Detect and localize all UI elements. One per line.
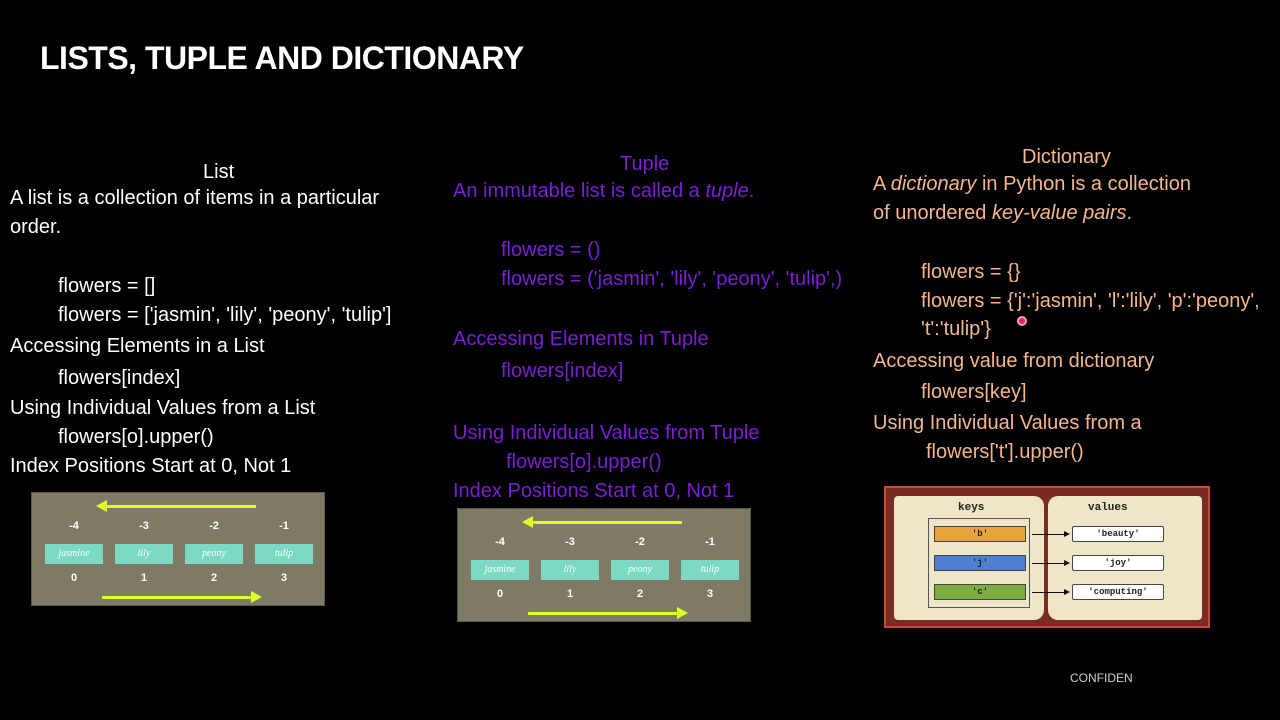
- list-code-upper: flowers[o].upper(): [58, 426, 214, 448]
- pos-index: 3: [280, 572, 288, 584]
- list-cell: tulip: [255, 544, 313, 564]
- positive-index-arrow: [528, 607, 688, 619]
- mouse-pointer-indicator: [1017, 316, 1027, 326]
- dictionary-accessing-heading: Accessing value from dictionary: [873, 350, 1155, 372]
- neg-index: -2: [635, 536, 645, 548]
- neg-index: -2: [209, 520, 219, 532]
- dictionary-code-key: flowers[key]: [921, 381, 1027, 403]
- mapping-arrow: [1032, 560, 1070, 566]
- tuple-code-init: flowers = ('jasmin', 'lily', 'peony', 't…: [501, 268, 843, 290]
- tuple-index-diagram: -4 -3 -2 -1 jasmine lily peony tulip 0 1…: [457, 508, 751, 622]
- dictionary-book-diagram: keys values 'b' 'beauty' 'j' 'joy' 'c' '…: [884, 486, 1210, 628]
- tuple-cell: jasmine: [471, 560, 529, 580]
- key-box: 'j': [934, 555, 1026, 571]
- list-index-note: Index Positions Start at 0, Not 1: [10, 455, 292, 477]
- list-code-index: flowers[index]: [58, 367, 181, 389]
- negative-index-arrow: [522, 516, 682, 528]
- neg-index: -4: [69, 520, 79, 532]
- list-description-line1: A list is a collection of items in a par…: [10, 187, 380, 209]
- keys-frame: [928, 518, 1030, 608]
- tuple-description: An immutable list is called a tuple.: [453, 180, 755, 202]
- value-box: 'joy': [1072, 555, 1164, 571]
- dictionary-individual-heading: Using Individual Values from a: [873, 412, 1142, 434]
- tuple-individual-heading: Using Individual Values from Tuple: [453, 422, 760, 444]
- pos-index: 3: [706, 588, 714, 600]
- tuple-code-upper: flowers[o].upper(): [506, 451, 662, 473]
- dictionary-heading: Dictionary: [1022, 146, 1111, 168]
- values-label: values: [1088, 502, 1128, 514]
- pos-index: 2: [636, 588, 644, 600]
- neg-index: -1: [705, 536, 715, 548]
- dictionary-code-init: flowers = {'j':'jasmin', 'l':'lily', 'p'…: [921, 290, 1260, 312]
- mapping-arrow: [1032, 531, 1070, 537]
- tuple-code-empty: flowers = (): [501, 239, 601, 261]
- tuple-heading: Tuple: [620, 153, 670, 175]
- list-individual-heading: Using Individual Values from a List: [10, 397, 316, 419]
- mapping-arrow: [1032, 589, 1070, 595]
- neg-index: -4: [495, 536, 505, 548]
- keys-label: keys: [958, 502, 985, 514]
- tuple-cell: lily: [541, 560, 599, 580]
- slide-title: LISTS, TUPLE AND DICTIONARY: [40, 40, 524, 76]
- list-heading: List: [203, 161, 235, 183]
- neg-index: -3: [139, 520, 149, 532]
- confidential-footer: CONFIDEN: [1070, 671, 1133, 685]
- value-box: 'beauty': [1072, 526, 1164, 542]
- positive-index-arrow: [102, 591, 262, 603]
- pos-index: 1: [566, 588, 574, 600]
- dictionary-description-line1: A dictionary in Python is a collection: [873, 173, 1191, 195]
- tuple-index-note: Index Positions Start at 0, Not 1: [453, 480, 735, 502]
- list-cell: peony: [185, 544, 243, 564]
- dictionary-code-empty: flowers = {}: [921, 261, 1021, 283]
- key-box: 'b': [934, 526, 1026, 542]
- list-code-empty: flowers = []: [58, 275, 156, 297]
- pos-index: 0: [70, 572, 78, 584]
- pos-index: 2: [210, 572, 218, 584]
- pos-index: 0: [496, 588, 504, 600]
- list-description-line2: order.: [10, 216, 62, 238]
- pos-index: 1: [140, 572, 148, 584]
- neg-index: -3: [565, 536, 575, 548]
- tuple-code-index: flowers[index]: [501, 360, 624, 382]
- tuple-cell: peony: [611, 560, 669, 580]
- list-cell: lily: [115, 544, 173, 564]
- dictionary-code-upper: flowers['t'].upper(): [926, 441, 1084, 463]
- list-accessing-heading: Accessing Elements in a List: [10, 335, 265, 357]
- key-box: 'c': [934, 584, 1026, 600]
- negative-index-arrow: [96, 500, 256, 512]
- dictionary-description-line2: of unordered key-value pairs.: [873, 202, 1133, 224]
- list-cell: jasmine: [45, 544, 103, 564]
- list-index-diagram: -4 -3 -2 -1 jasmine lily peony tulip 0 1…: [31, 492, 325, 606]
- dictionary-code-init-cont: 't':'tulip'}: [921, 318, 991, 340]
- tuple-accessing-heading: Accessing Elements in Tuple: [453, 328, 709, 350]
- list-code-init: flowers = ['jasmin', 'lily', 'peony', 't…: [58, 304, 392, 326]
- neg-index: -1: [279, 520, 289, 532]
- value-box: 'computing': [1072, 584, 1164, 600]
- tuple-cell: tulip: [681, 560, 739, 580]
